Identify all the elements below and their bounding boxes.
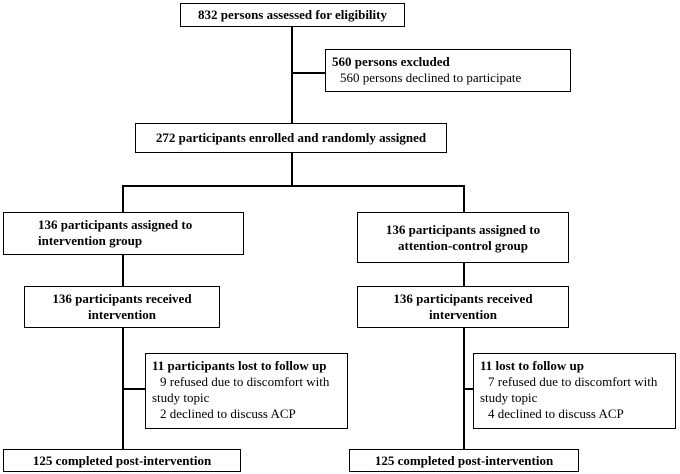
control-received-line2: intervention — [429, 307, 497, 322]
intervention-received-line2: intervention — [88, 307, 156, 322]
excluded-box: 560 persons excluded 560 persons decline… — [325, 49, 571, 92]
connector-right-to-lost — [463, 388, 473, 390]
intervention-lost-reason1-line1: 9 refused due to discomfort with — [160, 374, 330, 389]
intervention-received-line1: 136 participants received — [52, 291, 192, 306]
intervention-lost-reason2: 2 declined to discuss ACP — [160, 406, 296, 421]
intervention-lost-box: 11 participants lost to follow up 9 refu… — [145, 353, 348, 429]
connector-to-excluded — [291, 72, 325, 74]
connector-right-assigned-received — [463, 262, 465, 286]
control-lost-reason1-line1: 7 refused due to discomfort with — [488, 374, 658, 389]
control-lost-reason1-line2: study topic — [480, 390, 538, 405]
assessed-box: 832 persons assessed for eligibility — [180, 3, 405, 27]
intervention-completed-box: 125 completed post-intervention — [3, 449, 241, 472]
excluded-reason: 560 persons declined to participate — [340, 70, 522, 85]
enrolled-text: 272 participants enrolled and randomly a… — [155, 130, 427, 145]
control-received-box: 136 participants received intervention — [357, 286, 569, 328]
connector-enrolled-split — [291, 152, 293, 186]
control-assigned-line1: 136 participants assigned to — [385, 221, 541, 237]
control-lost-box: 11 lost to follow up 7 refused due to di… — [473, 353, 676, 429]
intervention-assigned-line2: intervention group — [38, 233, 143, 248]
control-assigned-box: 136 participants assigned to attention-c… — [357, 212, 569, 263]
connector-split-right — [463, 185, 465, 213]
connector-left-to-lost — [122, 388, 145, 390]
control-received-line1: 136 participants received — [393, 291, 533, 306]
intervention-lost-reason1-line2: study topic — [152, 390, 210, 405]
control-lost-reason2: 4 declined to discuss ACP — [488, 406, 624, 421]
connector-assessed-enrolled — [291, 26, 293, 124]
excluded-title: 560 persons excluded — [332, 54, 450, 69]
assessed-text: 832 persons assessed for eligibility — [198, 7, 387, 22]
connector-left-assigned-received — [122, 254, 124, 286]
intervention-assigned-box: 136 participants assigned to interventio… — [3, 212, 244, 255]
intervention-lost-title: 11 participants lost to follow up — [152, 358, 327, 373]
enrolled-box: 272 participants enrolled and randomly a… — [135, 123, 447, 153]
intervention-assigned-line1: 136 participants assigned to — [38, 217, 193, 232]
connector-split-horizontal — [122, 185, 464, 187]
intervention-received-box: 136 participants received intervention — [24, 286, 220, 328]
control-lost-title: 11 lost to follow up — [480, 358, 585, 373]
intervention-completed-text: 125 completed post-intervention — [32, 452, 212, 468]
connector-split-left — [122, 185, 124, 213]
control-completed-box: 125 completed post-intervention — [349, 449, 579, 472]
control-completed-text: 125 completed post-intervention — [374, 452, 554, 468]
control-assigned-line2: attention-control group — [398, 237, 528, 253]
